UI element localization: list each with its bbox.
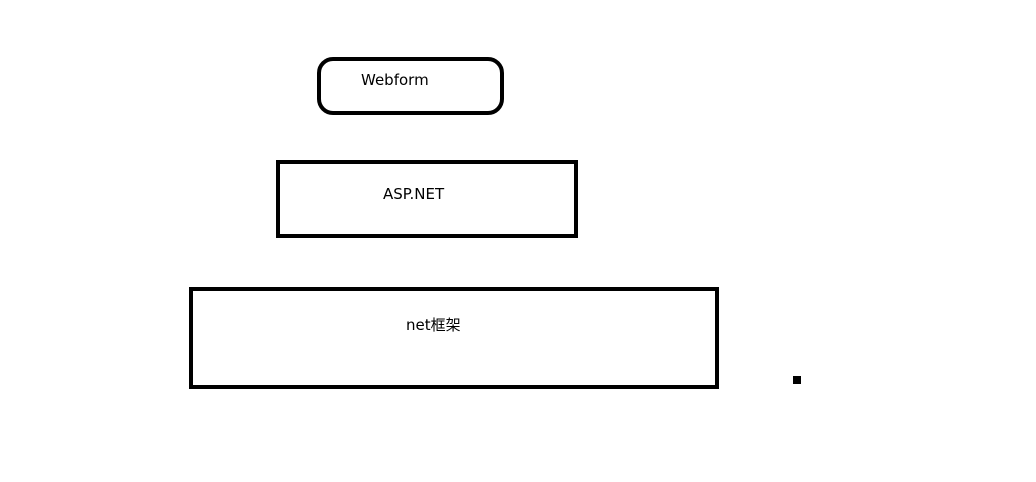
net-framework-label: net框架 — [406, 316, 461, 334]
stray-dot-marker — [793, 376, 801, 384]
webform-label: Webform — [361, 71, 429, 89]
net-framework-box — [189, 287, 719, 389]
aspnet-label: ASP.NET — [383, 185, 445, 203]
aspnet-box — [276, 160, 578, 238]
webform-box — [317, 57, 504, 115]
